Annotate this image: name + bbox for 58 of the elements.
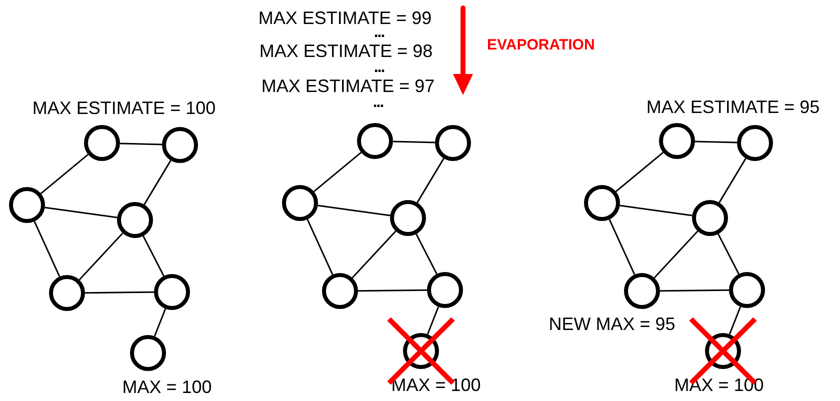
estimate-label: NEW MAX = 95	[548, 315, 676, 333]
graph-node	[584, 185, 620, 221]
edge-line	[306, 219, 334, 275]
edge-line	[154, 308, 166, 337]
graph-node	[435, 125, 471, 161]
edge-line	[85, 291, 154, 294]
edge-line	[694, 140, 738, 144]
graph-node	[9, 187, 45, 223]
edge-line	[416, 158, 444, 203]
estimate-label: MAX ESTIMATE = 99	[258, 9, 432, 27]
ellipsis-mark: ...	[372, 98, 384, 108]
estimate-label: MAX ESTIMATE = 100	[32, 99, 216, 117]
graph-node	[322, 273, 358, 309]
edge-line	[620, 204, 692, 216]
edge-line	[352, 230, 396, 278]
edge-line	[120, 142, 162, 146]
value-label: MAX = 100	[391, 376, 481, 394]
graph-node	[737, 125, 773, 161]
graph-node	[49, 275, 85, 311]
estimate-label: MAX ESTIMATE = 95	[646, 98, 820, 116]
graph-node	[162, 127, 198, 163]
estimate-label: MAX ESTIMATE = 97	[261, 77, 435, 95]
edge-line	[318, 204, 390, 216]
edge-line	[608, 219, 636, 275]
edge-line	[34, 221, 60, 277]
edge-line	[142, 236, 164, 276]
estimate-label: MAX ESTIMATE = 98	[259, 42, 433, 60]
edge-line	[416, 234, 438, 274]
graph-node	[154, 274, 190, 310]
edge-line	[40, 154, 89, 194]
arrow-label: EVAPORATION	[487, 38, 595, 52]
edge-line	[392, 140, 436, 144]
edge-line	[718, 234, 740, 274]
graph-node	[282, 185, 318, 221]
graph-node	[427, 272, 463, 308]
graph-node	[357, 123, 393, 159]
graph-node	[84, 125, 120, 161]
edge-line	[728, 306, 742, 335]
value-label: MAX = 100	[122, 378, 212, 396]
ellipsis-mark: ...	[374, 28, 384, 38]
edge-line	[718, 158, 746, 203]
graph-node	[729, 272, 765, 308]
edge-line	[144, 160, 172, 205]
edge-line	[358, 289, 427, 292]
edge-line	[654, 230, 698, 278]
graph-node	[659, 123, 695, 159]
edge-line	[78, 232, 124, 280]
graph-node	[692, 200, 728, 236]
graph-node	[624, 273, 660, 309]
edge-line	[313, 152, 362, 192]
edge-line	[660, 289, 729, 292]
edge-line	[44, 206, 118, 218]
ellipsis-mark: ...	[374, 63, 384, 73]
graph-node	[130, 335, 166, 371]
edge-line	[615, 152, 664, 192]
edge-line	[426, 306, 440, 335]
graph-node	[117, 202, 153, 238]
graph-node	[390, 200, 426, 236]
